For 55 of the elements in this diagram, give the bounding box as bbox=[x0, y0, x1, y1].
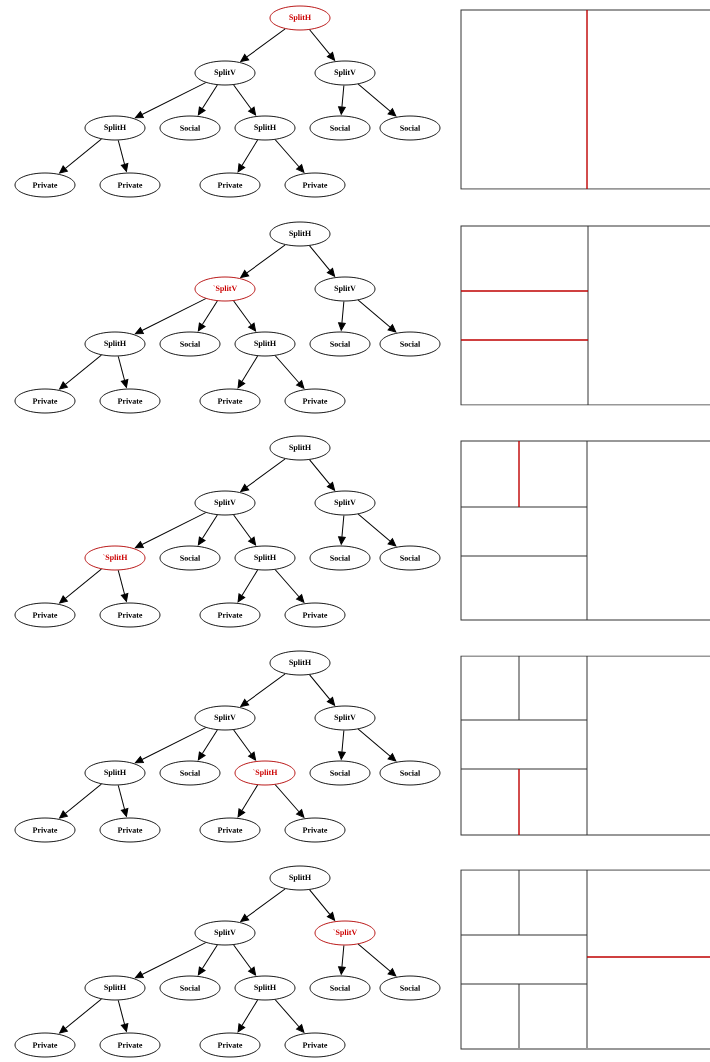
arrow bbox=[117, 784, 129, 817]
arrow bbox=[197, 300, 218, 332]
arrow bbox=[134, 512, 207, 549]
arrow bbox=[197, 514, 218, 546]
arrow bbox=[59, 138, 102, 174]
arrow bbox=[233, 84, 257, 116]
arrow bbox=[197, 84, 218, 116]
arrow bbox=[309, 889, 336, 921]
arrow bbox=[240, 244, 286, 278]
arrow bbox=[233, 514, 257, 546]
arrow bbox=[59, 998, 102, 1034]
arrow bbox=[357, 83, 397, 117]
arrow bbox=[357, 299, 397, 333]
arrow bbox=[338, 729, 346, 760]
arrow bbox=[237, 784, 259, 818]
arrow bbox=[117, 139, 129, 172]
arrow bbox=[309, 674, 336, 706]
arrow bbox=[233, 944, 257, 976]
arrow bbox=[117, 355, 129, 388]
arrow bbox=[357, 513, 397, 547]
arrow bbox=[134, 298, 207, 335]
arrow bbox=[237, 999, 259, 1033]
arrow bbox=[240, 28, 286, 62]
arrow bbox=[197, 944, 218, 976]
arrow bbox=[117, 999, 129, 1032]
arrow bbox=[274, 139, 305, 173]
arrow bbox=[197, 729, 218, 761]
arrow bbox=[134, 82, 207, 119]
arrow bbox=[117, 569, 129, 602]
arrow bbox=[240, 673, 286, 707]
arrow bbox=[338, 84, 346, 115]
arrow bbox=[274, 999, 305, 1033]
arrow bbox=[357, 728, 397, 762]
arrow bbox=[309, 29, 336, 61]
arrow bbox=[237, 569, 259, 603]
arrow bbox=[59, 783, 102, 819]
arrow bbox=[134, 727, 207, 764]
arrow bbox=[274, 569, 305, 603]
arrow bbox=[233, 729, 257, 761]
arrow bbox=[134, 942, 207, 979]
arrow bbox=[59, 568, 102, 604]
arrow bbox=[240, 458, 286, 492]
arrow bbox=[233, 300, 257, 332]
arrow bbox=[338, 514, 346, 545]
arrow bbox=[357, 943, 397, 977]
arrow bbox=[309, 245, 336, 277]
arrow bbox=[59, 354, 102, 390]
arrow bbox=[237, 139, 259, 173]
arrow bbox=[338, 944, 346, 975]
arrow bbox=[274, 355, 305, 389]
arrow bbox=[237, 355, 259, 389]
arrow bbox=[309, 459, 336, 491]
arrow bbox=[240, 888, 286, 922]
arrow bbox=[274, 784, 305, 818]
arrow bbox=[338, 300, 346, 331]
